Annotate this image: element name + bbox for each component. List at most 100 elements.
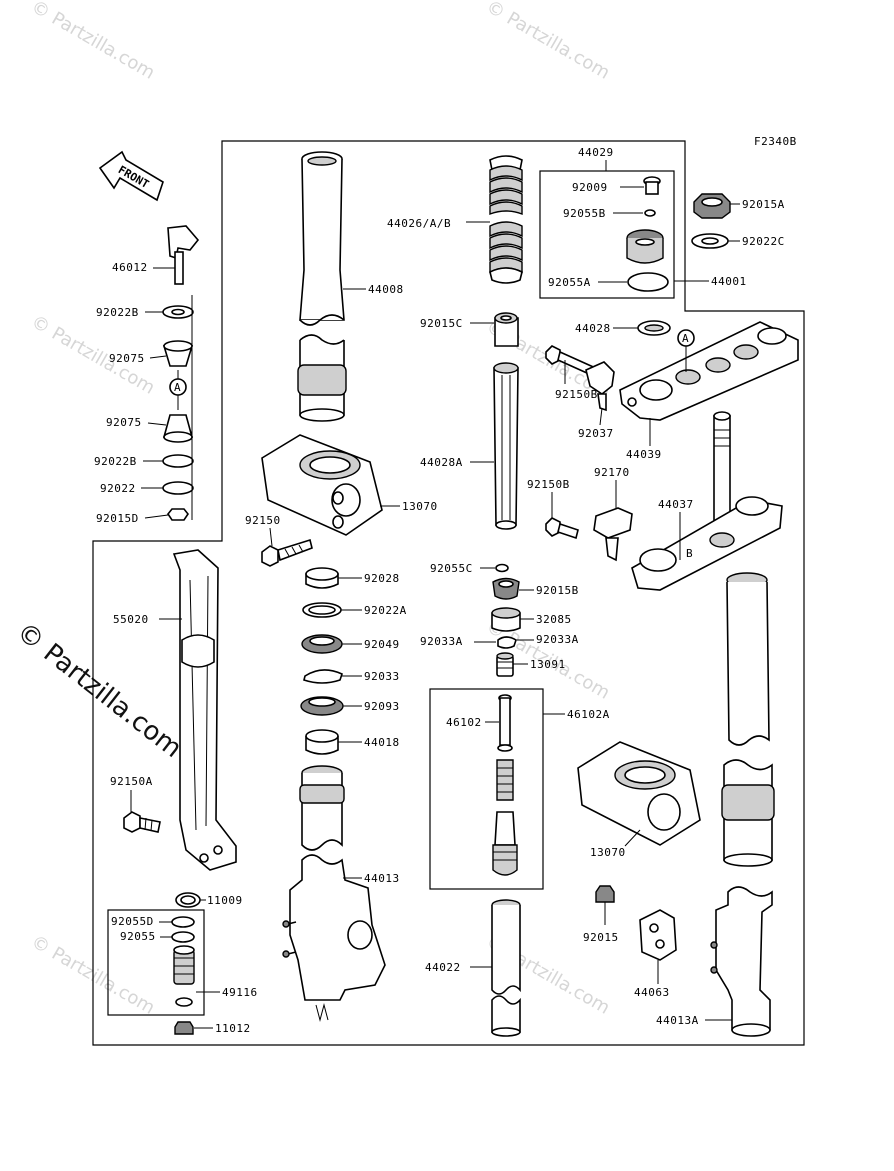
label-44037: 44037 xyxy=(658,498,694,511)
washer-hole xyxy=(644,324,664,332)
label-13070-2: 13070 xyxy=(590,846,626,859)
clamp-44063 xyxy=(639,909,677,961)
label-92049: 92049 xyxy=(364,638,400,651)
outer-tube-44013a xyxy=(710,886,773,1037)
leader xyxy=(624,829,641,847)
label-44008: 44008 xyxy=(368,283,404,296)
outer-tube-44013 xyxy=(282,765,386,1022)
label-44028a: 44028A xyxy=(420,456,463,469)
label-92015d: 92015D xyxy=(96,512,139,525)
label-92028: 92028 xyxy=(364,572,400,585)
label-92022a: 92022A xyxy=(364,604,407,617)
leader xyxy=(149,355,167,359)
label-92170: 92170 xyxy=(594,466,630,479)
label-13070-1: 13070 xyxy=(402,500,438,513)
assembly-frame xyxy=(92,140,805,1046)
label-92015b: 92015B xyxy=(536,584,579,597)
label-92033: 92033 xyxy=(364,670,400,683)
oring-hole xyxy=(180,895,196,905)
label-44013: 44013 xyxy=(364,872,400,885)
label-92022: 92022 xyxy=(100,482,136,495)
ref-a-right-label: A xyxy=(682,332,689,345)
label-44001: 44001 xyxy=(711,275,747,288)
inner-tube-44022 xyxy=(491,899,521,1037)
fork-tube-44008 xyxy=(297,151,347,422)
bracket-92170 xyxy=(593,507,633,562)
label-11009: 11009 xyxy=(207,894,243,907)
watermark-1: © Partzilla.com xyxy=(28,0,159,84)
bushing-top-face xyxy=(163,340,193,352)
label-92009: 92009 xyxy=(572,181,608,194)
label-92015c: 92015C xyxy=(420,317,463,330)
stem-bolt-46012 xyxy=(167,225,200,285)
label-92055: 92055 xyxy=(120,930,156,943)
bolt-92150 xyxy=(261,538,313,567)
label-92022b-2: 92022B xyxy=(94,455,137,468)
valve-49116 xyxy=(171,916,195,1007)
nut-top xyxy=(498,580,514,588)
label-92022b-1: 92022B xyxy=(96,306,139,319)
label-44039: 44039 xyxy=(626,448,662,461)
clip-92033a xyxy=(497,636,517,649)
label-92015: 92015 xyxy=(583,931,619,944)
label-11012: 11012 xyxy=(215,1022,251,1035)
label-44022: 44022 xyxy=(425,961,461,974)
label-92015a: 92015A xyxy=(742,198,785,211)
washer-hole xyxy=(701,237,719,245)
bracket-92037 xyxy=(585,361,615,412)
rod-kit-box xyxy=(429,688,544,890)
fork-clamp-13070-left xyxy=(261,434,383,536)
label-92150b-1: 92150B xyxy=(555,388,598,401)
washer-hole xyxy=(171,308,185,316)
ref-b: B xyxy=(686,547,693,560)
front-arrow-icon: FRONT xyxy=(98,150,164,202)
bolt-92150a xyxy=(123,811,161,833)
leader xyxy=(147,422,167,426)
ref-a-left xyxy=(169,378,187,396)
label-92093: 92093 xyxy=(364,700,400,713)
bushing-bottom-face xyxy=(163,431,193,443)
leader xyxy=(144,514,169,519)
fork-cap-44029 xyxy=(626,229,664,264)
label-92055d: 92055D xyxy=(111,915,154,928)
oring-92055c xyxy=(495,563,509,573)
damper-rod-46102 xyxy=(492,694,518,876)
nut-92015 xyxy=(595,885,615,903)
label-46012: 46012 xyxy=(112,261,148,274)
leader xyxy=(599,407,603,426)
label-55020: 55020 xyxy=(113,613,149,626)
label-92033a-2: 92033A xyxy=(536,633,579,646)
washer-92022 xyxy=(162,481,194,495)
label-13091: 13091 xyxy=(530,658,566,671)
steering-stem-44037 xyxy=(631,411,783,591)
label-92037: 92037 xyxy=(578,427,614,440)
spacer-92015c xyxy=(494,312,519,347)
label-44026: 44026/A/B xyxy=(387,217,451,230)
label-46102: 46102 xyxy=(446,716,482,729)
watermark-main: © Partzilla.com xyxy=(11,617,188,764)
seal-stack xyxy=(300,567,344,755)
nut-top xyxy=(701,197,723,207)
label-92075-2: 92075 xyxy=(106,416,142,429)
washer-92022b-bottom xyxy=(162,454,194,468)
label-44063: 44063 xyxy=(634,986,670,999)
valve-13091 xyxy=(496,652,514,677)
label-32085: 32085 xyxy=(536,613,572,626)
fork-clamp-13070-right xyxy=(577,741,701,846)
label-92055a: 92055A xyxy=(548,276,591,289)
label-92022c: 92022C xyxy=(742,235,785,248)
label-92075-1: 92075 xyxy=(109,352,145,365)
label-92150b-2: 92150B xyxy=(527,478,570,491)
fork-guard-55020 xyxy=(172,549,237,871)
bolt-92009 xyxy=(643,176,661,195)
watermark-2: © Partzilla.com xyxy=(483,0,614,84)
label-44028: 44028 xyxy=(575,322,611,335)
nut-92015d xyxy=(167,508,189,521)
label-92055c: 92055C xyxy=(430,562,473,575)
ref-a-left-label: A xyxy=(174,381,181,394)
rod-44028a xyxy=(493,362,519,530)
label-49116: 49116 xyxy=(222,986,258,999)
cap-kit-box xyxy=(539,170,675,299)
oring-92055a xyxy=(627,272,669,292)
